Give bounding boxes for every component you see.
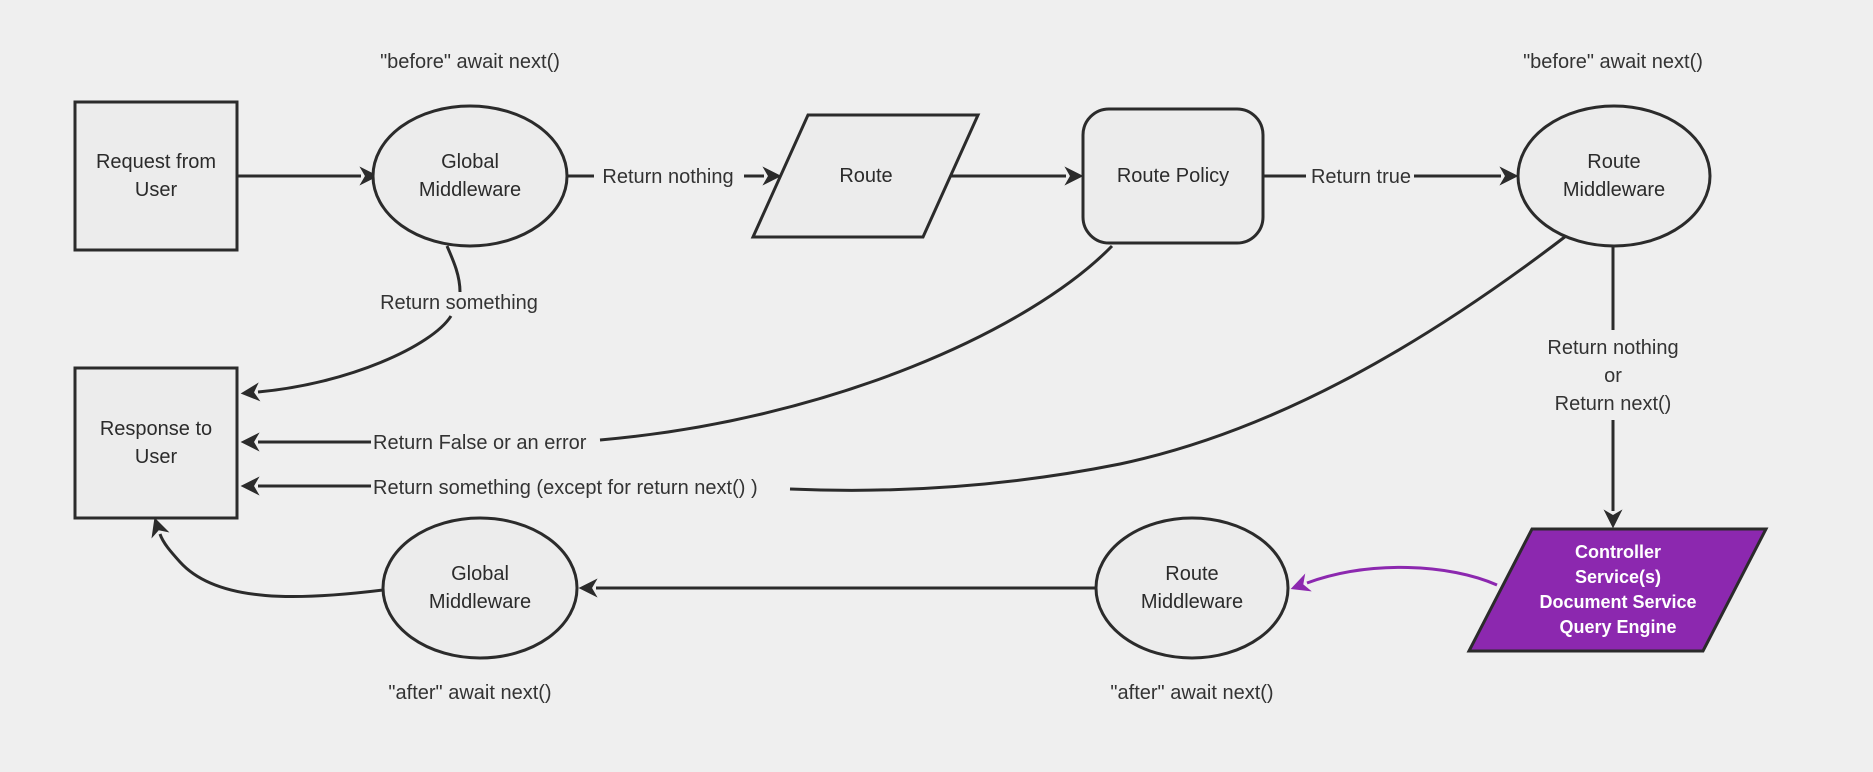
global-middleware-bottom-label: Global Middleware [428,563,532,613]
return-something-label: Return something [380,292,538,314]
return-nothing-label: Return nothing [602,166,734,188]
edge-route-policy-to-response-curve [599,244,1114,442]
route-middleware-bottom-node [1094,516,1290,660]
route-policy-label: Route Policy [1116,165,1230,187]
before-await-next-right-label: "before" await next() [1523,51,1703,73]
global-middleware-top-label: Global Middleware [418,151,522,201]
return-true-label: Return true [1310,166,1412,188]
edge-route-middleware-to-response-curve [789,234,1567,492]
controller-services-node [1466,527,1769,653]
route-middleware-top-node [1516,104,1712,248]
return-false-or-error-label: Return False or an error [373,432,587,454]
request-from-user-label: Request from User [95,151,217,201]
response-to-user-node [73,366,239,520]
global-middleware-bottom-node [381,516,579,660]
route-node [750,113,981,239]
controller-services-label: Controller Service(s) Document Service Q… [1539,542,1697,637]
after-await-next-left-label: "after" await next() [388,682,552,704]
after-await-next-right-label: "after" await next() [1110,682,1274,704]
return-something-except-label: Return something (except for return next… [373,477,758,499]
global-middleware-top-node [371,104,569,248]
route-label: Route [839,165,893,187]
response-to-user-label: Response to User [99,418,213,468]
route-policy-node [1081,107,1265,245]
return-nothing-or-next-label: Return nothing or Return next() [1547,337,1679,415]
edge-controller-to-route-middleware-bottom [1290,565,1498,592]
edge-global-middleware-to-response [240,315,453,402]
route-middleware-bottom-label: Route Middleware [1140,563,1244,613]
edge-global-middleware-to-response-pre-label [445,245,462,293]
route-middleware-top-label: Route Middleware [1562,151,1666,201]
before-await-next-left-label: "before" await next() [380,51,560,73]
edge-global-middleware-bottom-to-response [151,517,384,599]
request-from-user-node [73,100,239,252]
